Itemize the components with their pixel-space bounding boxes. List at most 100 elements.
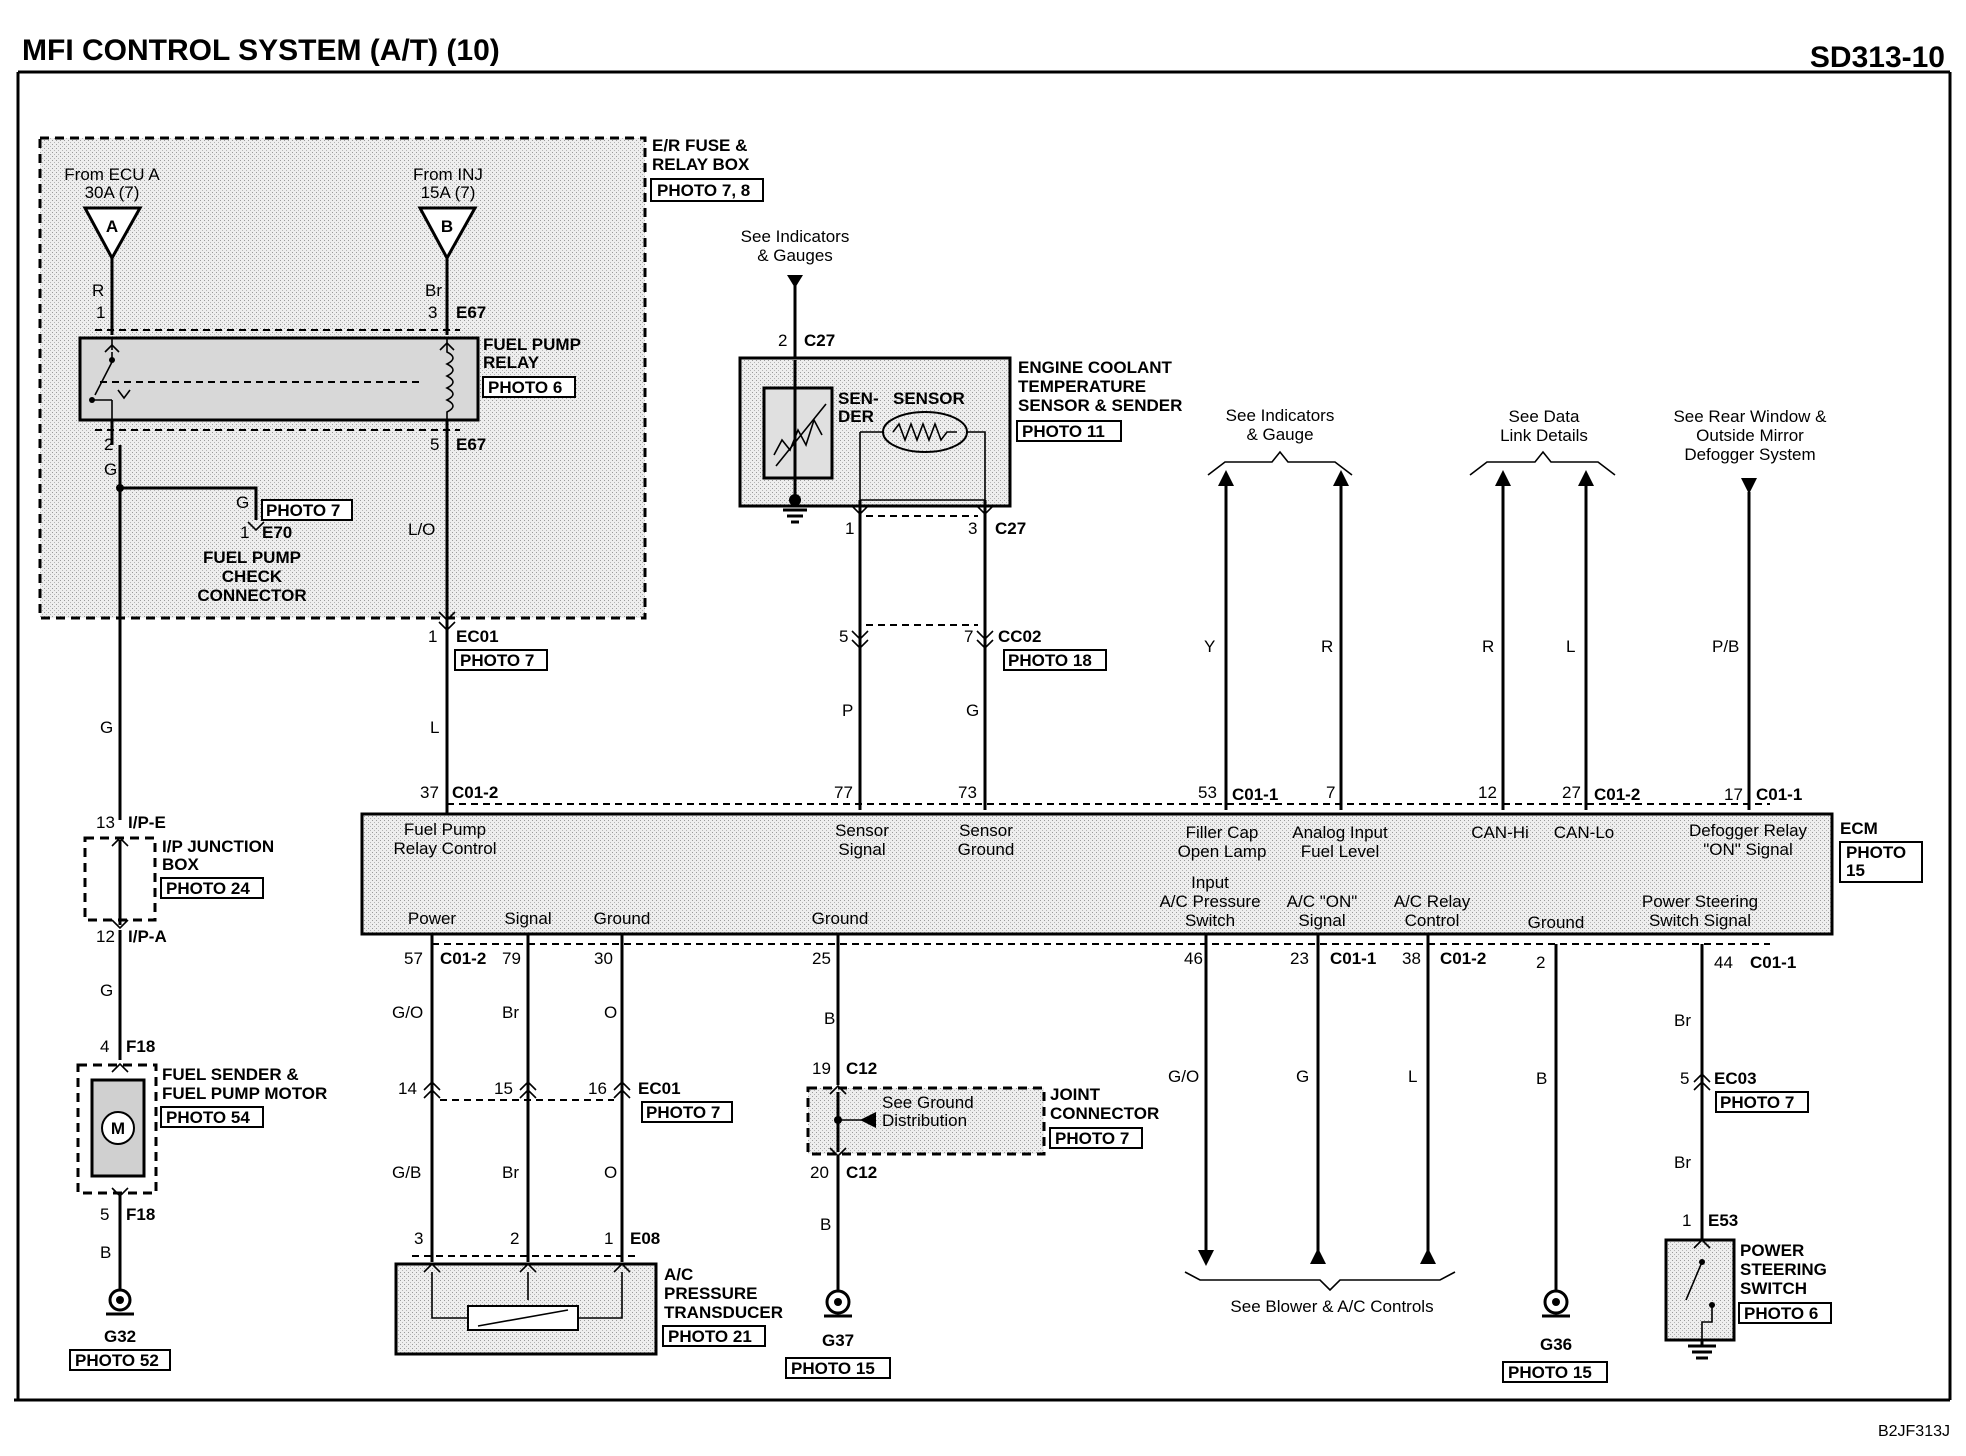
- g32-label: G32: [104, 1327, 136, 1346]
- ecm-top-pin: 77: [834, 783, 853, 802]
- ecm-bottom-conn: C01-2: [440, 949, 486, 968]
- joint-conn-top: C12: [846, 1059, 877, 1078]
- page-code: SD313-10: [1810, 41, 1945, 74]
- ect-pin-right: 3: [968, 519, 977, 538]
- ind-top-line2: & Gauges: [757, 246, 833, 265]
- ect-label-1: ENGINE COOLANT: [1018, 358, 1173, 377]
- g37-label: G37: [822, 1331, 854, 1350]
- act-photo: PHOTO 21: [668, 1327, 752, 1346]
- ecm-fn: Signal: [838, 840, 885, 859]
- ect-photo: PHOTO 11: [1022, 422, 1105, 441]
- cc02-wire-right: G: [966, 701, 979, 720]
- fs-conn-top: F18: [126, 1037, 155, 1056]
- ipj-photo: PHOTO 24: [166, 879, 250, 898]
- ipj-conn-bottom: I/P-A: [128, 927, 167, 946]
- ecm-top-conn: C01-2: [452, 783, 498, 802]
- ec03-conn: EC03: [1714, 1069, 1757, 1088]
- joint-pin-bottom: 20: [810, 1163, 829, 1182]
- ecm-photo-2: 15: [1846, 861, 1865, 880]
- source-b-line2: 15A (7): [421, 183, 476, 202]
- ecm-fn: Ground: [1528, 913, 1585, 932]
- ecm-bottom-pin: 2: [1536, 953, 1545, 972]
- fuse-box-label: E/R FUSE &: [652, 136, 747, 155]
- joint-conn-bottom: C12: [846, 1163, 877, 1182]
- ps-label-3: SWITCH: [1740, 1279, 1807, 1298]
- fuel-sender-motor: 4 F18 M FUEL SENDER & FUEL PUMP MOTOR PH…: [69, 1037, 327, 1371]
- relay-wire-left: G: [104, 460, 117, 479]
- cc02-pin-left: 5: [839, 627, 848, 646]
- ec01-pin: 16: [588, 1079, 607, 1098]
- fuel-pump-relay: FUEL PUMP RELAY PHOTO 6 2 5 E67: [78, 329, 581, 454]
- ecm-fn: CAN-Hi: [1471, 823, 1529, 842]
- ac-wire-go: G/O: [392, 1003, 423, 1022]
- fs-photo: PHOTO 54: [166, 1108, 250, 1127]
- source-a: From ECU A 30A (7) A R 1: [64, 165, 160, 335]
- e08-conn: E08: [630, 1229, 660, 1248]
- sender-label-1: SEN-: [838, 389, 879, 408]
- act-label-2: PRESSURE: [664, 1284, 758, 1303]
- fs-conn-bottom: F18: [126, 1205, 155, 1224]
- ecm-top-pin: 12: [1478, 783, 1497, 802]
- ecm-bottom-conn: C01-2: [1440, 949, 1486, 968]
- ecm-fn: Power: [408, 909, 457, 928]
- ipj-pin-top: 13: [96, 813, 115, 832]
- blower-wire-l: L: [1408, 1067, 1417, 1086]
- joint-connector-branch: B 19 C12 See Ground Distribution JOINT C…: [785, 934, 1159, 1379]
- blower-wire-g: G: [1296, 1067, 1309, 1086]
- ecm-top-pin: 7: [1326, 783, 1335, 802]
- joint-inside-2: Distribution: [882, 1111, 967, 1130]
- datalink-line1: See Data: [1509, 407, 1580, 426]
- ecm-bottom-conn: C01-1: [1330, 949, 1376, 968]
- relay-pin-left: 2: [104, 435, 113, 454]
- ecm-photo-1: PHOTO: [1846, 843, 1906, 862]
- ecm-fn: CAN-Lo: [1554, 823, 1614, 842]
- ecm-fn: Ground: [594, 909, 651, 928]
- wire-r2: R: [1482, 637, 1494, 656]
- check-pin: 1: [240, 523, 249, 542]
- check-conn: E70: [262, 523, 292, 542]
- cc02-connector: 5 7 CC02 PHOTO 18 P G: [839, 624, 1107, 720]
- ec03-pin: 5: [1680, 1069, 1689, 1088]
- defog-line1: See Rear Window &: [1673, 407, 1827, 426]
- ecm-bottom-pin: 38: [1402, 949, 1421, 968]
- g32-photo: PHOTO 52: [75, 1351, 159, 1370]
- ecm-fn: Input: [1191, 873, 1229, 892]
- ac-wire-o: O: [604, 1003, 617, 1022]
- ecm-fn: Control: [1405, 911, 1460, 930]
- check-label-1: FUEL PUMP: [203, 548, 301, 567]
- fs-pin-top: 4: [100, 1037, 109, 1056]
- ecm-fn: Ground: [812, 909, 869, 928]
- ecm-fn: Switch: [1185, 911, 1235, 930]
- ind-top-conn: C27: [804, 331, 835, 350]
- ecm-fn: "ON" Signal: [1703, 840, 1793, 859]
- e08-pin: 2: [510, 1229, 519, 1248]
- ecm-bottom-pin: 25: [812, 949, 831, 968]
- ps-label-2: STEERING: [1740, 1260, 1827, 1279]
- relay-pin-right: 5: [430, 435, 439, 454]
- ecm-fn: A/C Relay: [1394, 892, 1471, 911]
- wire-lo: L/O: [408, 520, 435, 539]
- fs-wire-below: B: [100, 1243, 111, 1262]
- ecm-fn: Relay Control: [394, 839, 497, 858]
- ac-transducer-branch: G/O Br O 14 15 16 EC01 PHOTO 7 G/B Br O …: [392, 934, 783, 1356]
- ecm-fn: Sensor: [959, 821, 1013, 840]
- ecm-fn: Signal: [1298, 911, 1345, 930]
- ps-conn: E53: [1708, 1211, 1738, 1230]
- e08-pin: 3: [414, 1229, 423, 1248]
- ec01-top-pin: 1: [428, 627, 437, 646]
- ind-right-line2: & Gauge: [1246, 425, 1313, 444]
- ind-top-line1: See Indicators: [741, 227, 850, 246]
- ecm-bottom-pin: 44: [1714, 953, 1733, 972]
- ecm-top-conn: C01-1: [1232, 785, 1278, 804]
- ecm-bottom-pin: 30: [594, 949, 613, 968]
- wire-y: Y: [1204, 637, 1215, 656]
- ecm-fn: Open Lamp: [1178, 842, 1267, 861]
- ecm-bottom-pin: 46: [1184, 949, 1203, 968]
- source-b-conn: E67: [456, 303, 486, 322]
- ec01-top-photo: PHOTO 7: [460, 651, 534, 670]
- ec01-top-conn: EC01: [456, 627, 499, 646]
- e08-pin: 1: [604, 1229, 613, 1248]
- act-label-1: A/C: [664, 1265, 693, 1284]
- ipj-label-1: I/P JUNCTION: [162, 837, 274, 856]
